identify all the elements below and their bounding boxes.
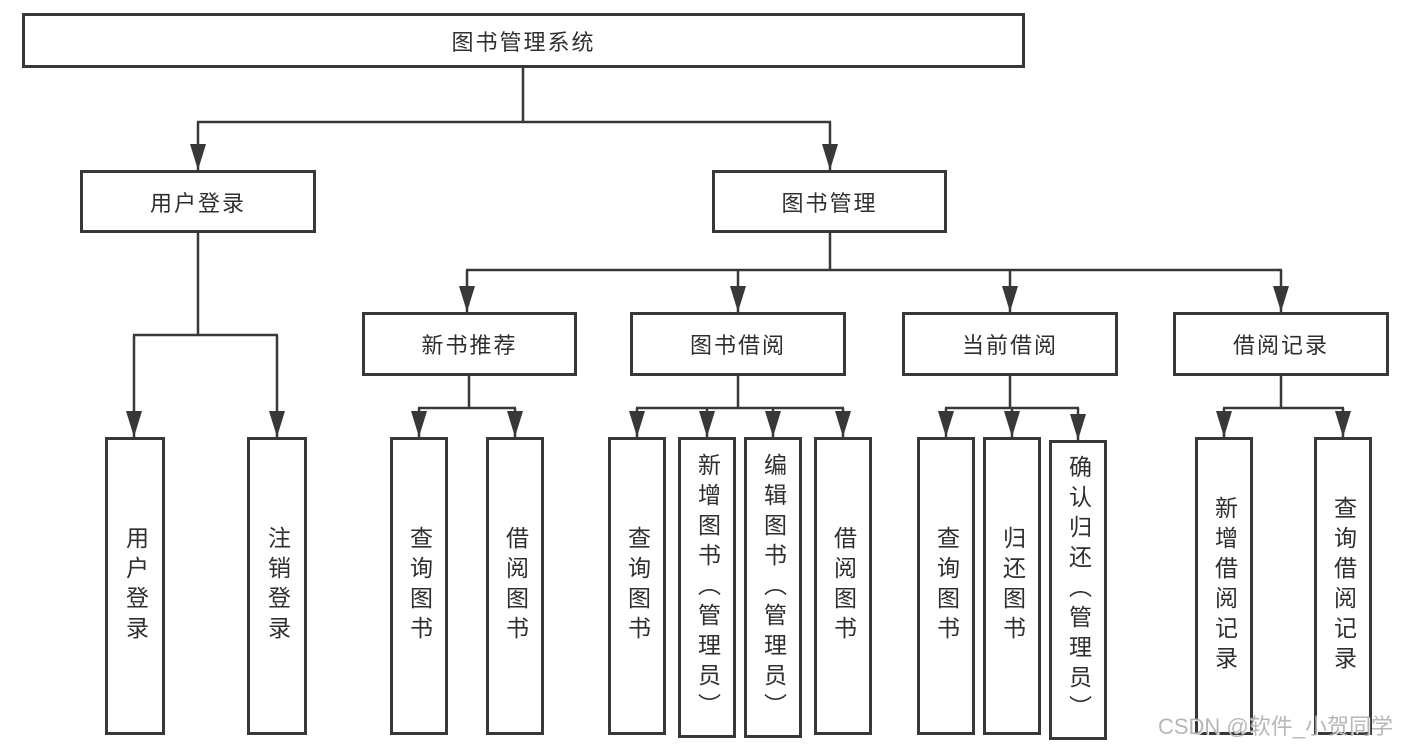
- connector-borrowing-records-rail: [1223, 376, 1344, 410]
- leaf-add-book-admin-label: 新增图书（管理员）: [694, 452, 721, 723]
- leaf-confirm-return-admin: 确认归还（管理员）: [1049, 440, 1107, 740]
- leaf-query-books-2: 查询图书: [608, 437, 666, 735]
- leaf-return-book-label: 归还图书: [999, 526, 1026, 646]
- leaf-query-books-1-label: 查询图书: [406, 526, 433, 646]
- leaf-confirm-return-admin-label: 确认归还（管理员）: [1065, 455, 1092, 725]
- node-user-login: 用户登录: [80, 170, 316, 233]
- leaf-borrow-books-2: 借阅图书: [814, 437, 872, 735]
- leaf-edit-book-admin: 编辑图书（管理员）: [744, 437, 802, 738]
- node-library-system: 图书管理系统: [22, 13, 1025, 68]
- leaf-query-books-1: 查询图书: [390, 437, 448, 735]
- leaf-add-borrow-record: 新增借阅记录: [1195, 437, 1253, 735]
- leaf-query-borrow-record: 查询借阅记录: [1314, 437, 1372, 735]
- node-new-book-recommend-label: 新书推荐: [421, 333, 518, 358]
- leaf-logout: 注销登录: [247, 437, 307, 735]
- connector-user-login-rail: [133, 233, 278, 337]
- leaf-add-borrow-record-label: 新增借阅记录: [1211, 496, 1238, 676]
- leaf-return-book: 归还图书: [983, 437, 1041, 735]
- leaf-borrow-books-2-label: 借阅图书: [830, 526, 857, 646]
- node-library-system-label: 图书管理系统: [451, 29, 596, 55]
- leaf-add-book-admin: 新增图书（管理员）: [678, 437, 736, 738]
- leaf-query-books-2-label: 查询图书: [624, 526, 651, 646]
- node-borrowing-records-label: 借阅记录: [1232, 333, 1329, 358]
- node-current-borrowing-label: 当前借阅: [961, 333, 1058, 358]
- connector-book-management-rail: [466, 233, 1282, 272]
- node-book-borrowing: 图书借阅: [630, 312, 846, 376]
- node-user-login-label: 用户登录: [149, 190, 246, 216]
- leaf-query-books-3: 查询图书: [917, 437, 975, 735]
- connector-book-borrowing-rail: [636, 376, 844, 410]
- leaf-logout-label: 注销登录: [264, 526, 291, 646]
- leaf-query-books-3-label: 查询图书: [933, 526, 960, 646]
- node-book-management: 图书管理: [712, 170, 947, 233]
- node-current-borrowing: 当前借阅: [902, 312, 1118, 376]
- connector-root-rail: [197, 68, 831, 124]
- leaf-borrow-books-1-label: 借阅图书: [502, 526, 529, 646]
- leaf-borrow-books-1: 借阅图书: [486, 437, 544, 735]
- leaf-query-borrow-record-label: 查询借阅记录: [1330, 496, 1357, 676]
- node-book-management-label: 图书管理: [781, 190, 878, 216]
- connector-current-borrowing-rail: [945, 376, 1079, 410]
- node-book-borrowing-label: 图书借阅: [689, 333, 786, 358]
- node-borrowing-records: 借阅记录: [1173, 312, 1389, 376]
- leaf-user-login-label: 用户登录: [122, 526, 149, 646]
- leaf-edit-book-admin-label: 编辑图书（管理员）: [760, 452, 787, 723]
- connector-new-book-recommend-rail: [418, 376, 516, 410]
- node-new-book-recommend: 新书推荐: [362, 312, 577, 376]
- leaf-user-login: 用户登录: [105, 437, 165, 735]
- watermark: CSDN @软件_小贺同学: [1157, 714, 1393, 739]
